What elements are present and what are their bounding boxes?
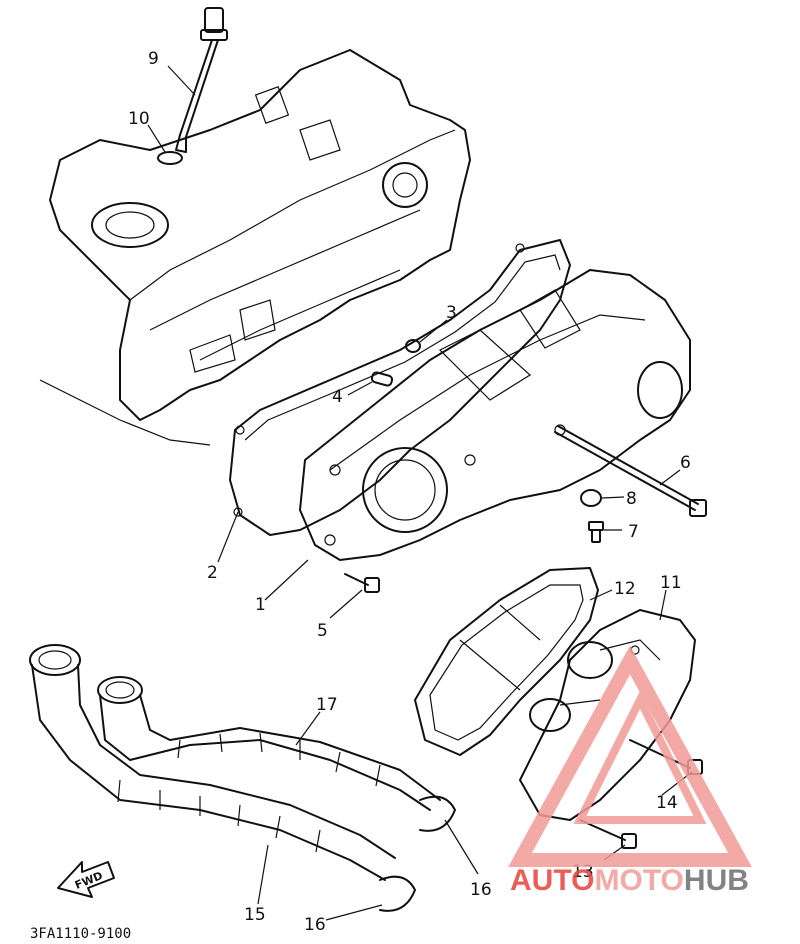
callout-7: 7	[628, 522, 639, 542]
watermark-triangle-outer	[508, 645, 752, 867]
diagram-code: 3FA1110-9100	[30, 926, 131, 942]
watermark-part-hub: HUB	[684, 864, 749, 897]
fwd-arrow: FWD	[57, 861, 115, 898]
watermark-part-auto: AUTO	[510, 864, 594, 897]
hose-clamp-16b	[379, 875, 416, 912]
crankcase-gasket	[229, 239, 571, 536]
o-ring	[157, 151, 183, 165]
watermark-part-moto: MOTO	[594, 864, 683, 897]
dowel-pin-4	[370, 371, 394, 387]
callout-6: 6	[680, 453, 691, 473]
hose-clamp-16a	[419, 795, 456, 832]
watermark-text: AUTOMOTOHUB	[510, 864, 749, 897]
callout-17: 17	[316, 695, 338, 715]
bolt-6	[554, 425, 707, 517]
callout-2: 2	[207, 563, 218, 583]
callout-8: 8	[626, 489, 637, 509]
air-duct-15	[29, 644, 396, 881]
dipstick	[175, 7, 228, 153]
callout-4: 4	[332, 387, 343, 407]
watermark: AUTOMOTOHUB	[508, 645, 752, 897]
bolt-5	[344, 573, 380, 593]
washer-8	[580, 489, 602, 507]
callout-3: 3	[446, 303, 457, 323]
air-duct-17	[97, 676, 441, 811]
callout-16b: 16	[304, 915, 326, 935]
crankcase-outline	[39, 49, 471, 446]
callout-labels: 9 10 3 4 6 8 7 2 1 5 12 11 17 14 13 16 1…	[128, 49, 691, 935]
callout-16a: 16	[470, 880, 492, 900]
callout-1: 1	[255, 595, 266, 615]
callout-11: 11	[660, 573, 682, 593]
washer-3	[405, 339, 421, 353]
callout-15: 15	[244, 905, 266, 925]
crankcase-cover	[299, 269, 691, 561]
callout-12: 12	[614, 579, 636, 599]
bolt-13	[579, 819, 637, 849]
callout-14: 14	[656, 793, 678, 813]
leader-lines	[147, 65, 693, 921]
drain-bolt-7	[588, 521, 604, 543]
callout-10: 10	[128, 109, 150, 129]
cover-gasket	[414, 567, 599, 756]
watermark-triangle-inner	[573, 691, 707, 824]
callout-5: 5	[317, 621, 328, 641]
callout-9: 9	[148, 49, 159, 69]
